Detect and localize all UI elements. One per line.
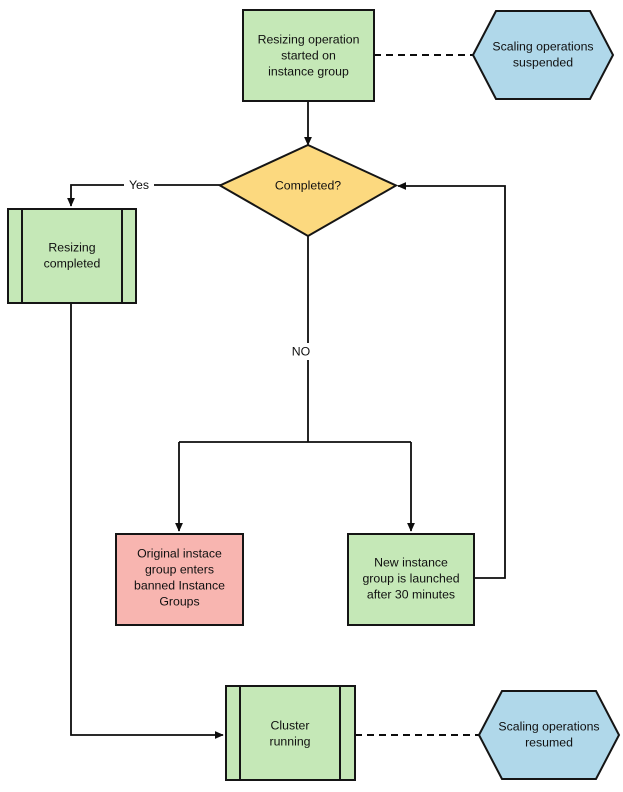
completed-decision-label: Completed? xyxy=(275,178,341,192)
node-resizing-completed[interactable]: Resizing completed xyxy=(7,208,137,304)
original-group-banned-line-4: Groups xyxy=(159,594,199,608)
edge-label-no: NO xyxy=(292,344,310,358)
scaling-resumed-line-1: Scaling operations xyxy=(498,719,599,733)
original-group-banned-line-3: banned Instance xyxy=(134,578,225,592)
resizing-started-line-3: instance group xyxy=(268,64,349,78)
node-scaling-resumed[interactable]: Scaling operations resumed xyxy=(477,690,621,780)
node-new-group-launched[interactable]: New instance group is launched after 30 … xyxy=(347,533,475,626)
node-original-group-banned[interactable]: Original instace group enters banned Ins… xyxy=(115,533,244,626)
node-scaling-suspended[interactable]: Scaling operations suspended xyxy=(471,10,615,100)
resizing-started-line-2: started on xyxy=(281,48,336,62)
edge-decision-yes xyxy=(67,184,222,207)
yes-label-backdrop xyxy=(124,177,154,194)
completed-decision-diamond[interactable] xyxy=(217,143,399,238)
original-group-banned-line-2: group enters xyxy=(145,562,214,576)
scaling-resumed-line-2: resumed xyxy=(525,735,573,749)
resizing-completed-box[interactable] xyxy=(7,208,137,304)
scaling-suspended-hexagon[interactable] xyxy=(471,10,615,100)
edge-label-yes: Yes xyxy=(129,178,149,192)
new-group-launched-line-2: group is launched xyxy=(362,571,459,585)
edge-label-no-group: NO xyxy=(288,343,313,360)
scaling-suspended-line-2: suspended xyxy=(513,55,573,69)
original-group-banned-box[interactable] xyxy=(115,533,244,626)
node-resizing-started[interactable]: Resizing operation started on instance g… xyxy=(242,9,375,102)
resizing-started-box[interactable] xyxy=(242,9,375,102)
resizing-started-line-1: Resizing operation xyxy=(258,32,360,46)
edge-label-yes-group: Yes xyxy=(124,177,154,194)
cluster-running-line-1: Cluster xyxy=(271,718,310,732)
new-group-launched-line-1: New instance xyxy=(374,555,448,569)
cluster-running-box[interactable] xyxy=(225,685,356,781)
edge-new-group-retry-to-decision xyxy=(397,182,506,579)
no-label-backdrop xyxy=(288,343,313,360)
node-completed-decision[interactable]: Completed? xyxy=(217,143,399,238)
node-cluster-running[interactable]: Cluster running xyxy=(225,685,356,781)
cluster-running-line-2: running xyxy=(269,734,310,748)
scaling-resumed-hexagon[interactable] xyxy=(477,690,621,780)
resizing-completed-line-1: Resizing xyxy=(48,240,95,254)
new-group-launched-line-3: after 30 minutes xyxy=(367,587,455,601)
original-group-banned-line-1: Original instace xyxy=(137,546,222,560)
scaling-suspended-line-1: Scaling operations xyxy=(492,39,593,53)
resizing-completed-line-2: completed xyxy=(44,256,101,270)
new-group-launched-box[interactable] xyxy=(347,533,475,626)
edge-resizing-completed-to-cluster xyxy=(70,303,224,739)
